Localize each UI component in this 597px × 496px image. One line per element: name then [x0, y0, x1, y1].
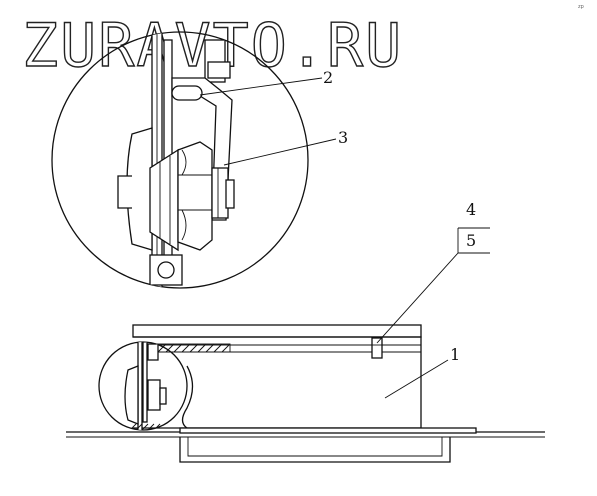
- cone-washer: [149, 148, 179, 252]
- lower-bracket: [149, 254, 183, 286]
- magnified-detail-view: [51, 31, 309, 289]
- slotted-hole: [171, 85, 203, 101]
- break-line: [181, 365, 194, 429]
- callout-1: 1: [450, 345, 460, 364]
- leader-1: [384, 359, 449, 399]
- housing-cover: [132, 324, 422, 338]
- detail-circle: [51, 31, 309, 289]
- leader-4-5: [376, 252, 459, 344]
- callout-4: 4: [466, 200, 476, 219]
- callout-2: 2: [323, 68, 333, 87]
- main-assembly-view: [66, 324, 545, 463]
- hex-nut: [177, 141, 213, 251]
- leader-3: [223, 138, 337, 166]
- lower-box: [179, 437, 451, 463]
- callouts: 1 2 3 4 5: [199, 68, 490, 399]
- base-plate: [179, 427, 477, 434]
- leader-2: [199, 77, 323, 96]
- corner-mark: zp: [578, 4, 584, 10]
- clip-4: [371, 337, 383, 359]
- callout-5: 5: [466, 231, 476, 250]
- callout-3: 3: [338, 128, 348, 147]
